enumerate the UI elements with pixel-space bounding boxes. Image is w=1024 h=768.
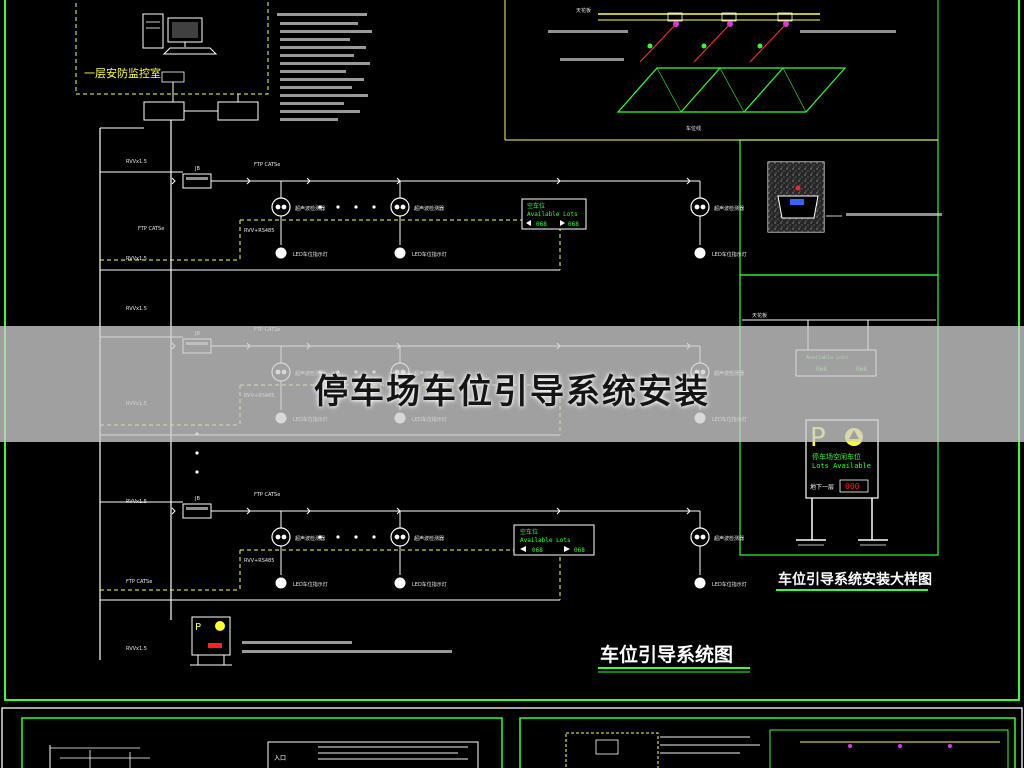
kiosk-note (242, 650, 452, 653)
notes-block (277, 13, 372, 121)
svg-text:068: 068 (536, 221, 547, 228)
cable-label: FTP CATSe (138, 226, 164, 232)
led-indicator (275, 577, 287, 589)
led-indicator (694, 577, 706, 589)
lower-left-detail: 入口 (49, 741, 479, 768)
sensor-label: 超声波检测器 (295, 535, 325, 542)
led-indicator (394, 577, 406, 589)
sensor-label: 超声波检测器 (414, 535, 444, 542)
svg-text:空车位: 空车位 (527, 202, 545, 210)
title-banner: 停车场车位引导系统安装 (0, 326, 1024, 442)
control-room-title: 一层安防监控室 (84, 66, 161, 80)
svg-text:Available Lots: Available Lots (527, 211, 578, 218)
sensor-mount-detail (767, 161, 942, 233)
cable-label: RVVx1.5 (126, 646, 147, 652)
led-indicator (694, 247, 706, 259)
banner-title: 停车场车位引导系统安装 (314, 371, 710, 412)
svg-text:天花板: 天花板 (576, 7, 591, 14)
svg-text:空车位: 空车位 (520, 528, 538, 536)
ultrasonic-sensor (271, 197, 291, 217)
led-label: LED车位指示灯 (293, 581, 328, 588)
cable-label: RVV+RS485 (244, 558, 274, 564)
svg-text:068: 068 (532, 547, 543, 554)
central-controller-box (143, 101, 185, 121)
svg-text:地下一层: 地下一层 (810, 483, 834, 491)
lower-left-sheet (21, 717, 503, 768)
svg-text:000: 000 (845, 482, 860, 491)
cable-label: FTP CATSe (254, 492, 280, 498)
lower-right-sheet (519, 717, 1016, 768)
svg-text:Lots Available: Lots Available (812, 462, 871, 470)
ultrasonic-sensor (390, 197, 410, 217)
ultrasonic-sensor (690, 527, 710, 547)
svg-text:P: P (195, 622, 201, 633)
led-label: LED车位指示灯 (412, 581, 447, 588)
ultrasonic-sensor (690, 197, 710, 217)
node-controller (182, 173, 212, 189)
sensor-label: 超声波检测器 (714, 205, 744, 212)
lower-right-detail (565, 729, 1009, 768)
install-detail-title: 车位引导系统安装大样图 (778, 571, 932, 588)
control-room-box (75, 0, 269, 95)
svg-text:停车场空闲车位: 停车场空闲车位 (812, 452, 861, 461)
node-label: JB (194, 166, 200, 172)
display-board-row3: 空车位 Available Lots 068 068 (513, 524, 595, 556)
svg-text:天花板: 天花板 (752, 312, 767, 319)
node-controller (182, 503, 212, 519)
node-label: JB (194, 496, 200, 502)
led-label: LED车位指示灯 (412, 251, 447, 258)
entrance-label: 入口 (274, 755, 286, 762)
cable-label: RVVx1.5 (126, 306, 147, 312)
sensor-label: 超声波检测器 (295, 205, 325, 212)
cable-label: RVV+RS485 (244, 228, 274, 234)
ultrasonic-sensor (390, 527, 410, 547)
lower-sheet-border (1, 707, 1023, 768)
cable-label: RVVx1.5 (126, 256, 147, 262)
svg-text:Available Lots: Available Lots (520, 537, 571, 544)
cable-label: RVVx1.5 (126, 159, 147, 165)
computer-icon (142, 13, 218, 55)
svg-text:车位线: 车位线 (686, 125, 701, 132)
parking-bays-illustration: 天花板 车位线 (548, 7, 896, 132)
ultrasonic-sensor (271, 527, 291, 547)
pc-interface-box (161, 71, 185, 83)
sensor-label: 超声波检测器 (714, 535, 744, 542)
entrance-kiosk-small: P (190, 616, 232, 666)
central-server-box (217, 101, 259, 121)
led-label: LED车位指示灯 (293, 251, 328, 258)
led-indicator (394, 247, 406, 259)
kiosk-note (242, 641, 352, 644)
sensor-label: 超声波检测器 (414, 205, 444, 212)
display-board-row1: 空车位 Available Lots 068 068 (521, 198, 587, 230)
led-indicator (275, 247, 287, 259)
led-label: LED车位指示灯 (712, 581, 747, 588)
svg-text:068: 068 (574, 547, 585, 554)
led-label: LED车位指示灯 (712, 251, 747, 258)
cable-label: FTP CATSe (254, 162, 280, 168)
cable-label: FTP CATSe (126, 579, 152, 585)
system-diagram-title: 车位引导系统图 (600, 643, 733, 666)
svg-text:068: 068 (568, 221, 579, 228)
